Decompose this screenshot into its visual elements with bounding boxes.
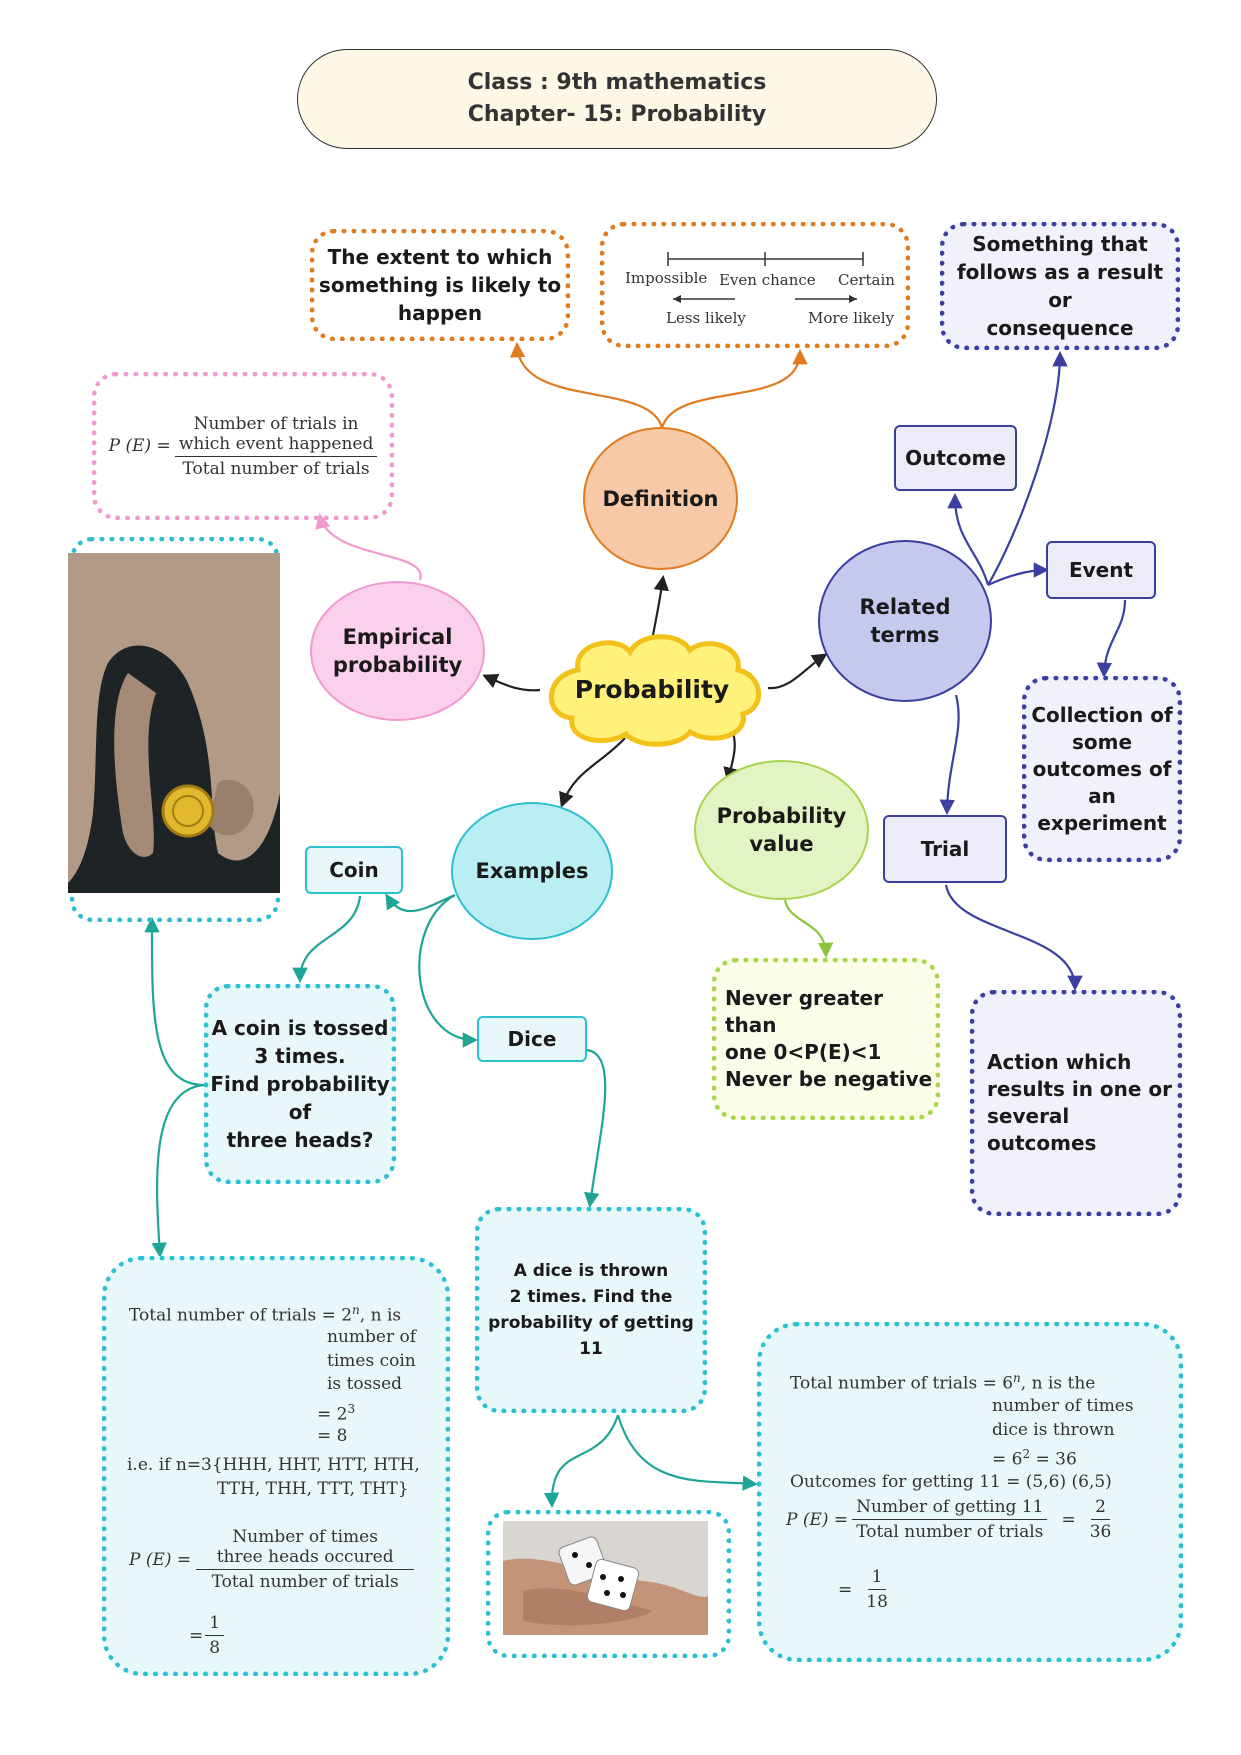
trial-definition-line: Action which xyxy=(987,1050,1132,1074)
coin-question-line: of xyxy=(288,1100,312,1124)
empirical-label-line: Empirical xyxy=(342,625,453,649)
coin-solution-line: Total number of trials = 2n, n is xyxy=(129,1303,402,1326)
probability-value-label-line: value xyxy=(749,832,814,856)
dice-solution-line: number of times xyxy=(992,1396,1134,1416)
coin-solution-line: TTH, THH, TTT, THT} xyxy=(217,1479,409,1499)
likelihood-scale-graphic xyxy=(667,252,864,303)
dice-solution-line: Outcomes for getting 11 = (5,6) (6,5) xyxy=(790,1472,1112,1492)
probability-value-facts-box: Never greater than one 0<P(E)<1 Never be… xyxy=(712,958,940,1120)
dice-question-line: 11 xyxy=(579,1339,603,1359)
scale-certain: Certain xyxy=(838,271,895,289)
empirical-formula-lhs: P (E) = xyxy=(108,436,171,456)
coin-solution-box: Total number of trials = 2n, n is number… xyxy=(102,1256,450,1676)
dice-node: Dice xyxy=(477,1016,587,1062)
outcome-label: Outcome xyxy=(905,446,1006,470)
dice-label: Dice xyxy=(507,1027,557,1051)
examples-node: Examples xyxy=(451,802,613,940)
dice-in-hand-image xyxy=(503,1521,708,1635)
coin-solution-line: = 23 xyxy=(317,1402,356,1425)
outcome-definition-line: follows as a result or xyxy=(956,260,1164,312)
event-definition-line: Collection of xyxy=(1031,702,1173,727)
coin-solution-line: is tossed xyxy=(327,1374,403,1394)
probability-label: Probability xyxy=(574,674,730,704)
trial-definition-box: Action which results in one or several o… xyxy=(970,990,1182,1216)
examples-label: Examples xyxy=(475,859,589,883)
hand-holding-coin-image xyxy=(68,553,280,893)
related-terms-label-line: terms xyxy=(870,623,940,647)
probability-value-fact: Never greater than xyxy=(725,986,883,1037)
related-terms-label-line: Related xyxy=(859,595,951,619)
trial-definition-line: several outcomes xyxy=(987,1104,1097,1155)
event-definition-line: experiment xyxy=(1037,810,1167,835)
class-title: Class : 9th mathematics xyxy=(467,70,767,95)
dice-solution-line: dice is thrown xyxy=(992,1420,1115,1440)
event-node: Event xyxy=(1046,541,1156,599)
related-terms-node: Related terms xyxy=(818,540,992,702)
dice-photo-frame xyxy=(486,1510,731,1658)
empirical-formula-denominator: Total number of trials xyxy=(182,458,370,479)
outcome-definition-line: consequence xyxy=(986,316,1134,340)
definition-meaning-line: something is likely to xyxy=(318,273,562,297)
trial-definition-line: results in one or xyxy=(987,1077,1173,1101)
empirical-formula-numerator: which event happened xyxy=(178,433,374,454)
empirical-probability-node: Empirical probability xyxy=(310,581,485,721)
definition-label: Definition xyxy=(602,486,719,511)
event-definition-line: an xyxy=(1088,783,1116,808)
coin-solution-line: = 8 xyxy=(317,1426,348,1446)
probability-value-label-line: Probability xyxy=(716,804,847,828)
probability-value-fact: one 0<P(E)<1 xyxy=(725,1040,882,1064)
scale-even-chance: Even chance xyxy=(719,271,816,289)
outcome-definition-line: Something that xyxy=(972,232,1148,256)
definition-node: Definition xyxy=(583,427,738,570)
event-definition-box: Collection of some outcomes of an experi… xyxy=(1022,676,1182,862)
trial-label: Trial xyxy=(920,837,970,861)
dice-question-line: probability of getting xyxy=(488,1313,694,1333)
scale-impossible: Impossible xyxy=(625,269,708,287)
outcome-definition-box: Something that follows as a result or co… xyxy=(940,222,1180,350)
coin-question-line: three heads? xyxy=(226,1128,374,1152)
chapter-title: Chapter- 15: Probability xyxy=(467,102,767,127)
scale-less-likely: Less likely xyxy=(666,309,746,327)
dice-question-line: A dice is thrown xyxy=(513,1261,669,1281)
trial-node: Trial xyxy=(883,815,1007,883)
event-label: Event xyxy=(1068,558,1134,582)
outcome-node: Outcome xyxy=(894,425,1017,491)
coin-question-line: A coin is tossed xyxy=(211,1016,389,1040)
coin-solution-line: number of xyxy=(327,1327,417,1347)
empirical-formula-numerator: Number of trials in xyxy=(193,413,359,434)
definition-meaning-box: The extent to which something is likely … xyxy=(310,229,570,341)
coin-solution-line: i.e. if n=3{HHH, HHT, HTT, HTH, xyxy=(127,1455,420,1475)
coin-question-box: A coin is tossed 3 times. Find probabili… xyxy=(204,984,396,1184)
coin-question-line: 3 times. xyxy=(254,1044,346,1068)
coin-label: Coin xyxy=(329,858,379,882)
probability-cloud-node xyxy=(548,634,761,747)
definition-meaning-line: The extent to which xyxy=(327,245,553,269)
empirical-label-line: probability xyxy=(332,653,463,677)
probability-value-fact: Never be negative xyxy=(725,1067,933,1091)
coin-question-line: Find probability xyxy=(210,1072,390,1096)
event-definition-line: outcomes of xyxy=(1032,756,1172,781)
dice-solution-line: = 62 = 36 xyxy=(992,1447,1077,1470)
event-definition-line: some xyxy=(1071,729,1133,754)
dice-question-box: A dice is thrown 2 times. Find the proba… xyxy=(475,1207,707,1413)
coin-solution-line: times coin xyxy=(327,1351,416,1371)
definition-meaning-line: happen xyxy=(397,301,483,325)
probability-value-node: Probability value xyxy=(694,760,869,900)
coin-node: Coin xyxy=(305,846,403,894)
chapter-title-box: Class : 9th mathematics Chapter- 15: Pro… xyxy=(297,49,937,149)
likelihood-scale-box: Impossible Even chance Certain Less like… xyxy=(600,222,910,348)
dice-solution-box: Total number of trials = 6n, n is the nu… xyxy=(757,1322,1183,1662)
dice-question-line: 2 times. Find the xyxy=(509,1287,673,1307)
scale-more-likely: More likely xyxy=(808,309,895,327)
dice-solution-line: Total number of trials = 6n, n is the xyxy=(790,1371,1096,1394)
